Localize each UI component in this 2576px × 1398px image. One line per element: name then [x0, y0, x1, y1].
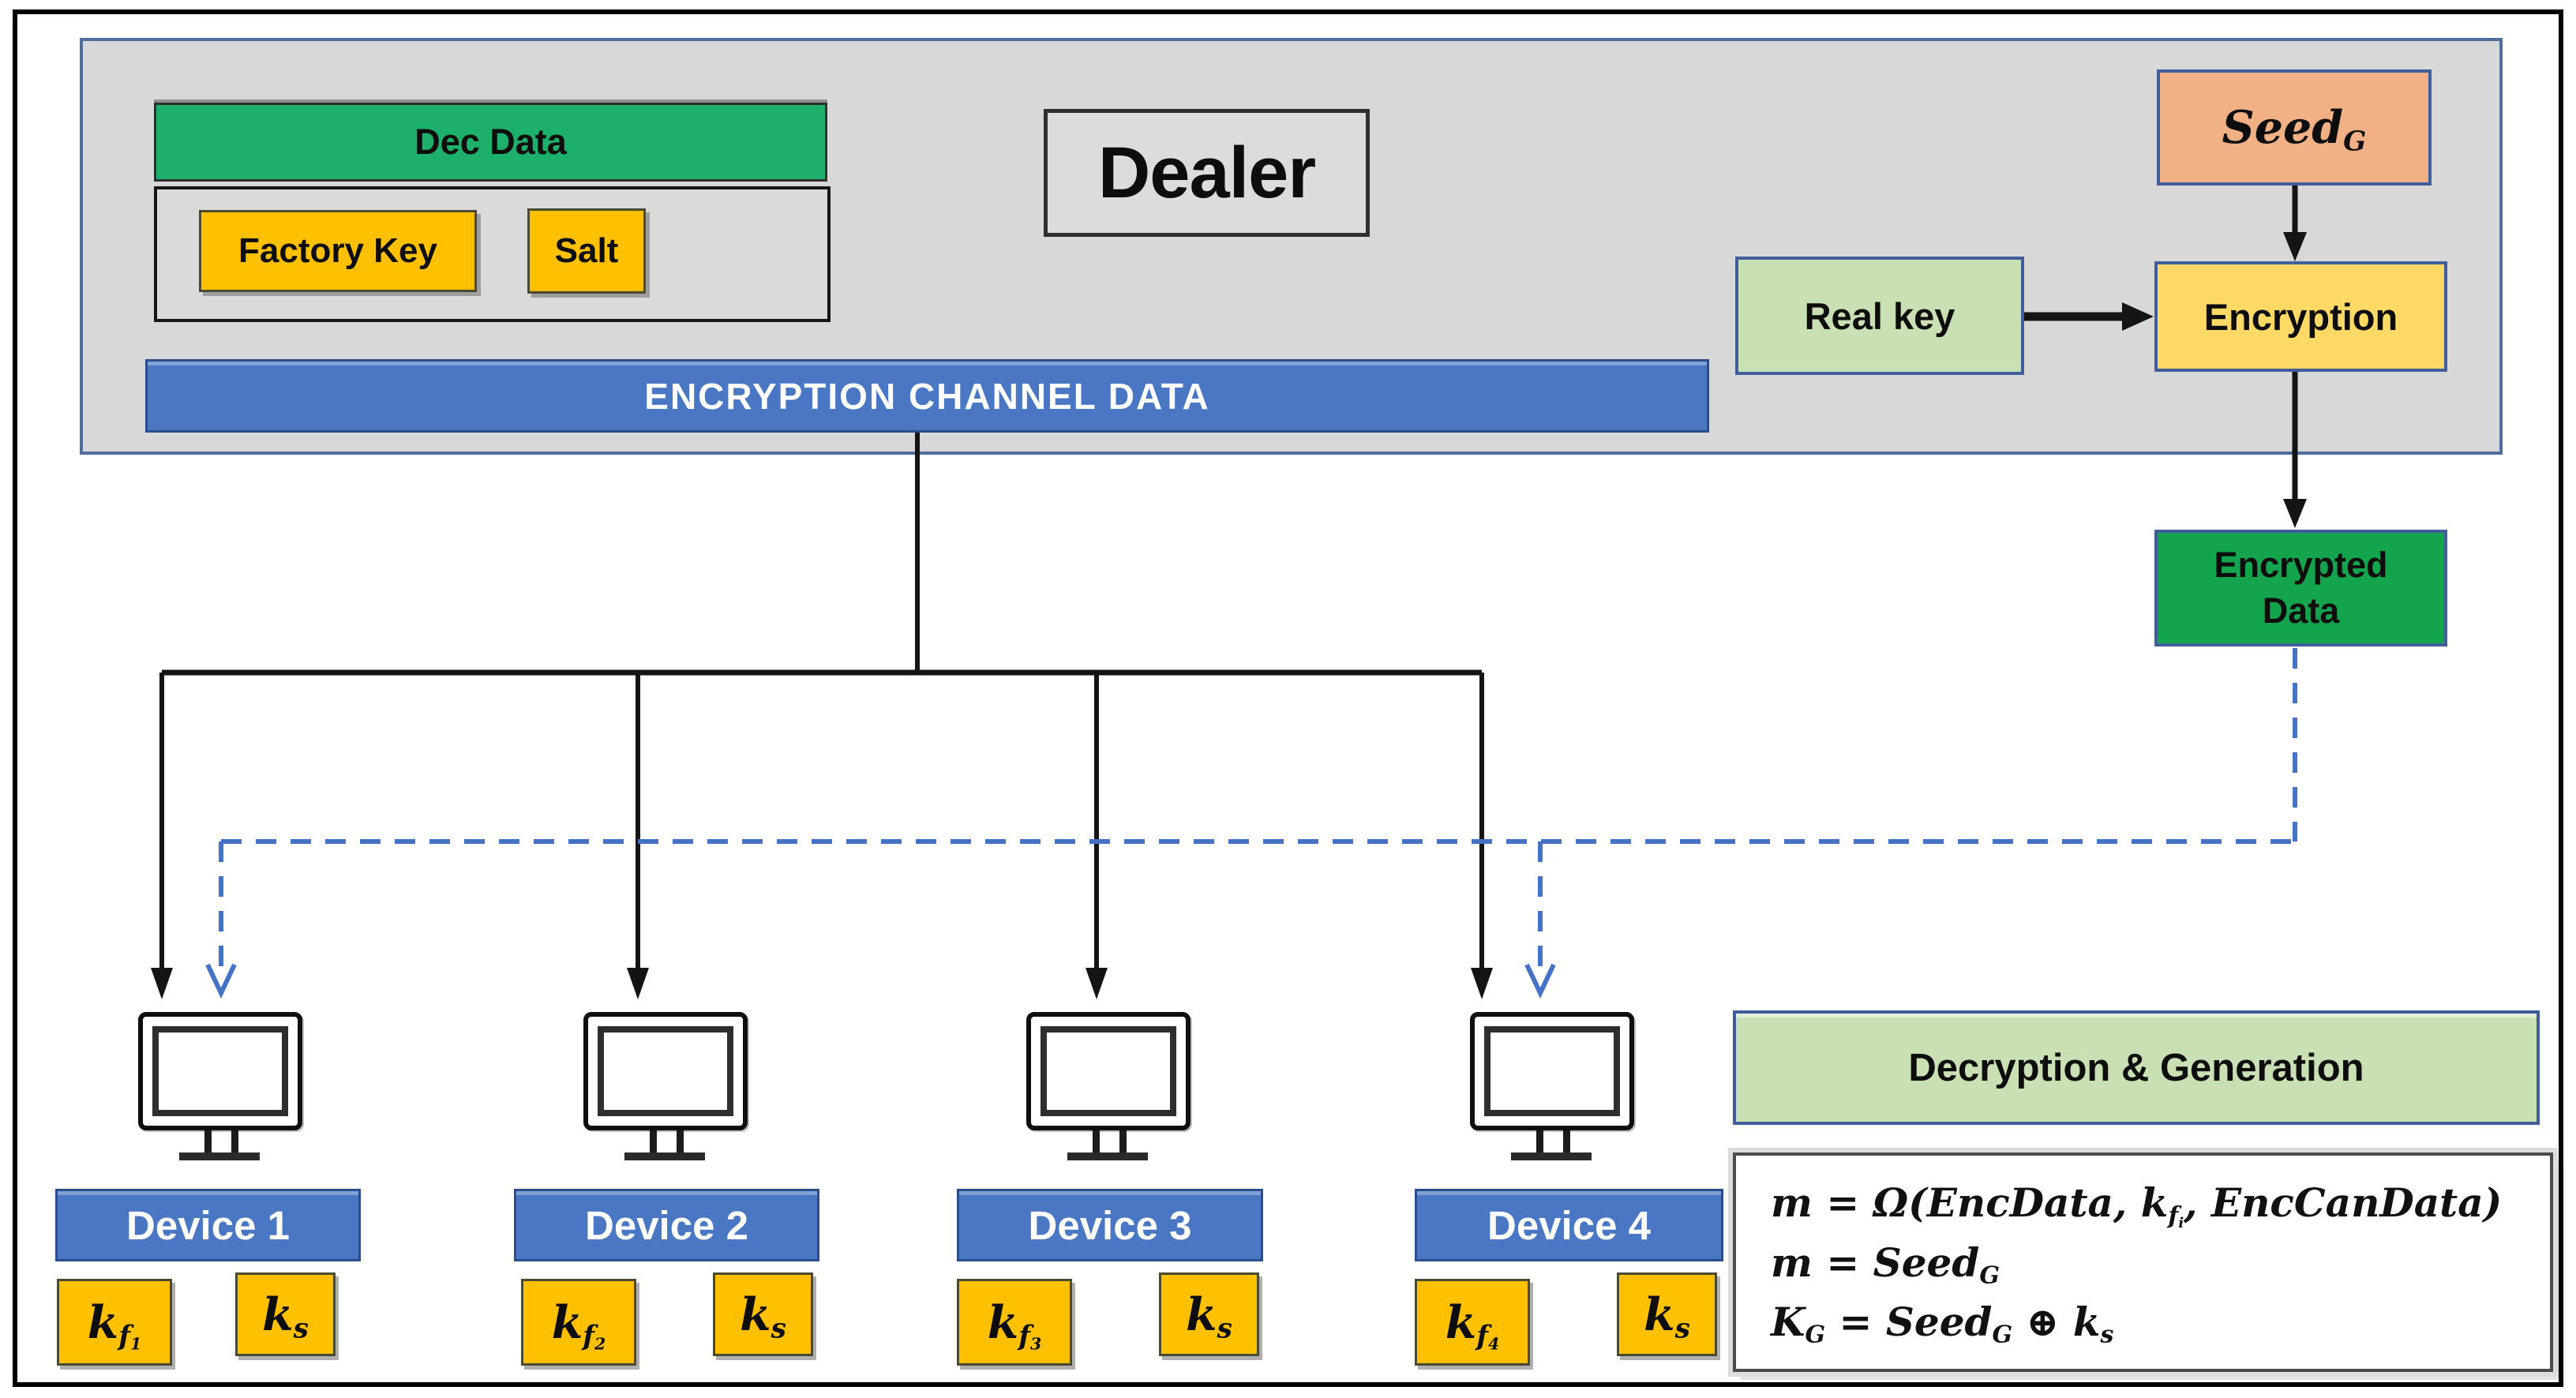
dealer-label: Dealer	[1097, 132, 1316, 213]
device-3-bar: Device 3	[957, 1189, 1263, 1261]
monitor-icon	[1026, 1012, 1191, 1162]
device-1-label: Device 1	[126, 1202, 290, 1248]
monitor-icon	[583, 1012, 748, 1162]
device-4-bar: Device 4	[1415, 1189, 1723, 1261]
device-3-label: Device 3	[1028, 1202, 1192, 1248]
formula-line-1: m = Ω(EncData, kfi, EncCanData)	[1771, 1179, 2503, 1231]
device-1-bar: Device 1	[55, 1189, 361, 1261]
factory-key-label: Factory Key	[238, 231, 437, 270]
device-3-factory-key-label: kf3	[987, 1295, 1042, 1354]
device-4-salt-key-box: ks	[1617, 1272, 1717, 1356]
device-2-salt-key-box: ks	[713, 1272, 813, 1356]
decryption-generation-label: Decryption & Generation	[1908, 1046, 2364, 1089]
monitor-icon	[138, 1012, 302, 1162]
device-4-salt-key-label: ks	[1644, 1287, 1690, 1345]
device-4-factory-key-box: kf4	[1415, 1279, 1530, 1366]
encryption-channel-label: ENCRYPTION CHANNEL DATA	[644, 375, 1210, 417]
device-1-factory-key-box: kf1	[57, 1279, 172, 1366]
formula-box: m = Ω(EncData, kfi, EncCanData) m = Seed…	[1728, 1148, 2558, 1377]
factory-key-box: Factory Key	[199, 210, 477, 292]
real-key-label: Real key	[1804, 294, 1955, 337]
device-3-salt-key-box: ks	[1159, 1272, 1259, 1356]
dec-data-box: Dec Data	[154, 103, 827, 182]
device-2-bar: Device 2	[514, 1189, 819, 1261]
salt-label: Salt	[554, 231, 619, 270]
device-4-label: Device 4	[1487, 1202, 1651, 1248]
formula-line-3: KG = SeedG ⊕ ks	[1771, 1298, 2114, 1349]
encryption-channel-bar: ENCRYPTION CHANNEL DATA	[145, 359, 1709, 433]
formula-line-2: m = SeedG	[1771, 1239, 2000, 1289]
device-1-factory-key-label: kf1	[87, 1295, 142, 1354]
decryption-generation-bar: Decryption & Generation	[1733, 1010, 2540, 1125]
device-2-factory-key-box: kf2	[521, 1279, 636, 1366]
device-3-salt-key-label: ks	[1186, 1287, 1232, 1345]
dec-data-label: Dec Data	[414, 122, 567, 162]
seed-box: SeedG	[2157, 69, 2432, 186]
seed-label: SeedG	[2222, 101, 2367, 158]
monitor-icon	[1470, 1012, 1634, 1162]
encryption-label: Encryption	[2203, 295, 2398, 338]
device-2-label: Device 2	[585, 1202, 748, 1248]
device-3-factory-key-box: kf3	[957, 1279, 1072, 1366]
device-2-salt-key-label: ks	[740, 1287, 786, 1345]
device-2-factory-key-label: kf2	[551, 1295, 606, 1354]
dealer-title-box: Dealer	[1044, 109, 1370, 237]
encryption-box: Encryption	[2154, 261, 2447, 372]
device-1-salt-key-label: ks	[262, 1287, 309, 1345]
device-4-factory-key-label: kf4	[1445, 1295, 1500, 1354]
device-1-salt-key-box: ks	[235, 1272, 336, 1356]
salt-box: Salt	[527, 208, 646, 294]
encrypted-data-label: Encrypted Data	[2214, 544, 2388, 632]
real-key-box: Real key	[1735, 257, 2024, 375]
encrypted-data-box: Encrypted Data	[2154, 530, 2447, 647]
